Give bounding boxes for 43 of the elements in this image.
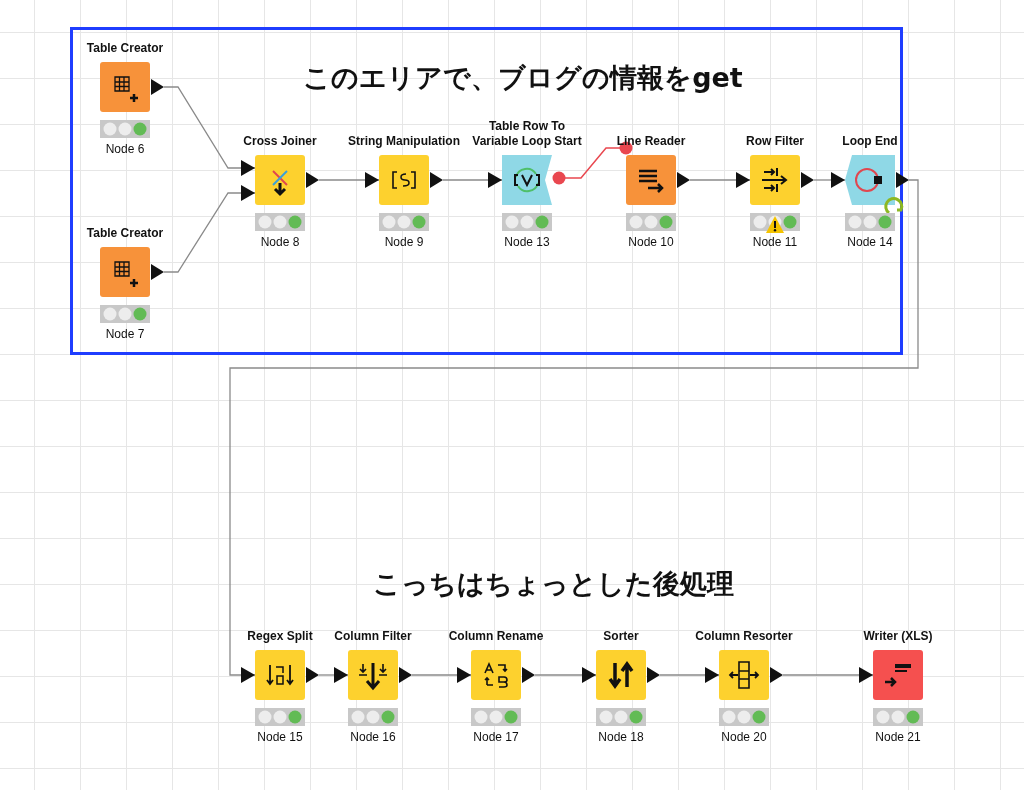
node-label: Node 14 <box>846 235 894 249</box>
connector-arrow <box>318 667 349 683</box>
node-title: Table Creator <box>86 226 164 241</box>
node-label: Node 10 <box>627 235 675 249</box>
variable-connector <box>552 141 633 185</box>
node-label: Node 21 <box>874 730 922 744</box>
connector-arrow <box>659 667 720 683</box>
node-title: Column Rename <box>448 629 544 644</box>
connector-arrow <box>318 172 380 188</box>
node-label: Node 15 <box>256 730 304 744</box>
section-heading: このエリアで、ブログの情報をget <box>303 61 743 95</box>
node-label: Node 20 <box>720 730 768 744</box>
node-label: Node 6 <box>104 142 146 156</box>
connector-arrow <box>442 172 503 188</box>
node-title: Writer (XLS) <box>863 629 933 644</box>
node-title: Loop End <box>842 134 898 149</box>
node-label: Node 18 <box>597 730 645 744</box>
connector-arrow <box>163 86 256 176</box>
connector-arrow <box>411 667 472 683</box>
node-title: Line Reader <box>616 134 686 149</box>
node-label: Node 8 <box>259 235 301 249</box>
node-label: Node 11 <box>751 235 799 249</box>
node-label: Node 16 <box>349 730 397 744</box>
node-title: Table Creator <box>86 41 164 56</box>
connector-arrow <box>163 185 256 273</box>
node-title: Regex Split <box>247 629 313 644</box>
connector-arrow <box>534 667 597 683</box>
node-title: String Manipulation <box>348 134 460 149</box>
node-label: Node 9 <box>383 235 425 249</box>
node-label: Node 13 <box>503 235 551 249</box>
section-heading: こっちはちょっとした後処理 <box>372 567 734 601</box>
node-title: Row Filter <box>746 134 804 149</box>
connector-arrow <box>782 667 874 683</box>
node-title: Sorter <box>603 629 639 644</box>
node-title: Column Filter <box>334 629 412 644</box>
node-label: Node 17 <box>472 730 520 744</box>
node-title: Cross Joiner <box>243 134 317 149</box>
connector-arrow <box>813 172 846 188</box>
node-title: Table Row To Variable Loop Start <box>471 119 583 149</box>
node-title: Column Resorter <box>695 629 793 644</box>
node-label: Node 7 <box>104 327 146 341</box>
connector-arrow <box>229 179 919 683</box>
connector-arrow <box>689 172 751 188</box>
